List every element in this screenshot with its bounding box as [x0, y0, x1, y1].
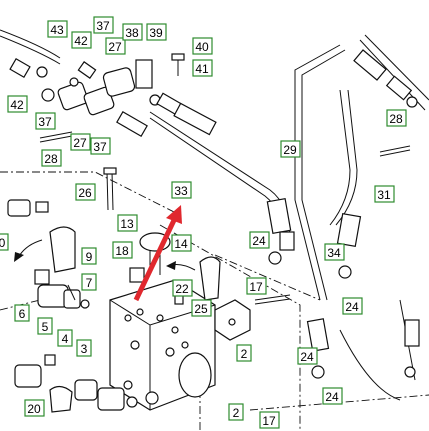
- callout-34: 34: [324, 243, 345, 261]
- callout-17b: 17: [259, 411, 280, 429]
- svg-text:26: 26: [78, 186, 92, 200]
- callout-14: 14: [171, 234, 192, 252]
- callout-25: 25: [191, 299, 212, 317]
- svg-text:17: 17: [249, 280, 263, 294]
- callout-38: 38: [122, 23, 143, 41]
- svg-text:9: 9: [86, 250, 93, 264]
- svg-text:20: 20: [27, 402, 41, 416]
- callout-29: 29: [280, 140, 301, 158]
- callout-18: 18: [112, 241, 133, 259]
- svg-text:42: 42: [74, 34, 88, 48]
- callout-0-clipped: 0: [0, 233, 9, 251]
- svg-text:13: 13: [120, 217, 134, 231]
- valve-block: [109, 279, 251, 411]
- callout-24d: 24: [342, 297, 363, 315]
- flow-arrows: [14, 239, 196, 271]
- svg-text:2: 2: [233, 406, 240, 420]
- svg-text:37: 37: [96, 19, 110, 33]
- svg-text:29: 29: [283, 143, 297, 157]
- callout-2b: 2: [228, 403, 244, 421]
- flow-arrow-left: [14, 252, 24, 262]
- callout-40: 40: [192, 37, 213, 55]
- svg-text:31: 31: [377, 188, 391, 202]
- svg-text:0: 0: [0, 236, 6, 250]
- callout-13: 13: [117, 214, 138, 232]
- svg-text:17: 17: [262, 414, 276, 428]
- svg-text:24: 24: [300, 350, 314, 364]
- callout-20: 20: [24, 399, 45, 417]
- svg-text:14: 14: [174, 237, 188, 251]
- callout-28: 28: [41, 149, 62, 167]
- callout-37c: 37: [90, 137, 111, 155]
- callout-22: 22: [172, 279, 193, 297]
- svg-text:37: 37: [93, 140, 107, 154]
- svg-text:6: 6: [19, 307, 26, 321]
- callout-5: 5: [37, 317, 53, 335]
- callout-39: 39: [146, 23, 167, 41]
- callout-43: 43: [47, 20, 68, 38]
- svg-text:28: 28: [389, 112, 403, 126]
- svg-text:2: 2: [241, 347, 248, 361]
- svg-text:34: 34: [327, 246, 341, 260]
- svg-text:22: 22: [175, 282, 189, 296]
- callout-26: 26: [75, 183, 96, 201]
- hose-end-fittings: [173, 49, 420, 379]
- callout-24c: 24: [322, 387, 343, 405]
- svg-text:42: 42: [10, 98, 24, 112]
- callout-28b: 28: [386, 109, 407, 127]
- callout-24: 24: [249, 231, 270, 249]
- svg-text:37: 37: [38, 115, 52, 129]
- red-pointer-arrow: [133, 205, 182, 302]
- svg-text:27: 27: [73, 136, 87, 150]
- callout-17: 17: [246, 277, 267, 295]
- callout-7: 7: [81, 273, 97, 291]
- svg-text:43: 43: [50, 23, 64, 37]
- svg-text:18: 18: [115, 244, 129, 258]
- callout-37b: 37: [35, 112, 56, 130]
- svg-text:24: 24: [325, 390, 339, 404]
- svg-text:39: 39: [149, 26, 163, 40]
- callout-6: 6: [14, 304, 30, 322]
- callout-3: 3: [76, 339, 92, 357]
- svg-text:41: 41: [195, 62, 209, 76]
- block-side-parts: [7, 199, 291, 413]
- svg-text:27: 27: [108, 40, 122, 54]
- callout-31: 31: [374, 185, 395, 203]
- callout-27: 27: [105, 37, 126, 55]
- callout-27b: 27: [70, 133, 91, 151]
- svg-text:3: 3: [81, 342, 88, 356]
- svg-text:5: 5: [42, 320, 49, 334]
- svg-text:40: 40: [195, 40, 209, 54]
- svg-text:25: 25: [194, 302, 208, 316]
- callout-33: 33: [171, 181, 192, 199]
- callout-42b: 42: [7, 95, 28, 113]
- callout-2: 2: [236, 344, 252, 362]
- callout-41: 41: [192, 59, 213, 77]
- callouts: 43 37 42 27 38 39 40 41 42 37 28 27 37 2…: [0, 16, 407, 429]
- svg-text:33: 33: [174, 184, 188, 198]
- flow-arrow-right: [166, 261, 176, 270]
- callout-37: 37: [93, 16, 114, 34]
- svg-text:24: 24: [252, 234, 266, 248]
- callout-42: 42: [71, 31, 92, 49]
- svg-text:28: 28: [44, 152, 58, 166]
- svg-text:24: 24: [345, 300, 359, 314]
- callout-4: 4: [57, 329, 73, 347]
- svg-text:38: 38: [125, 26, 139, 40]
- callout-9: 9: [81, 247, 97, 265]
- svg-text:7: 7: [86, 276, 93, 290]
- callout-24b: 24: [297, 347, 318, 365]
- svg-text:4: 4: [62, 332, 69, 346]
